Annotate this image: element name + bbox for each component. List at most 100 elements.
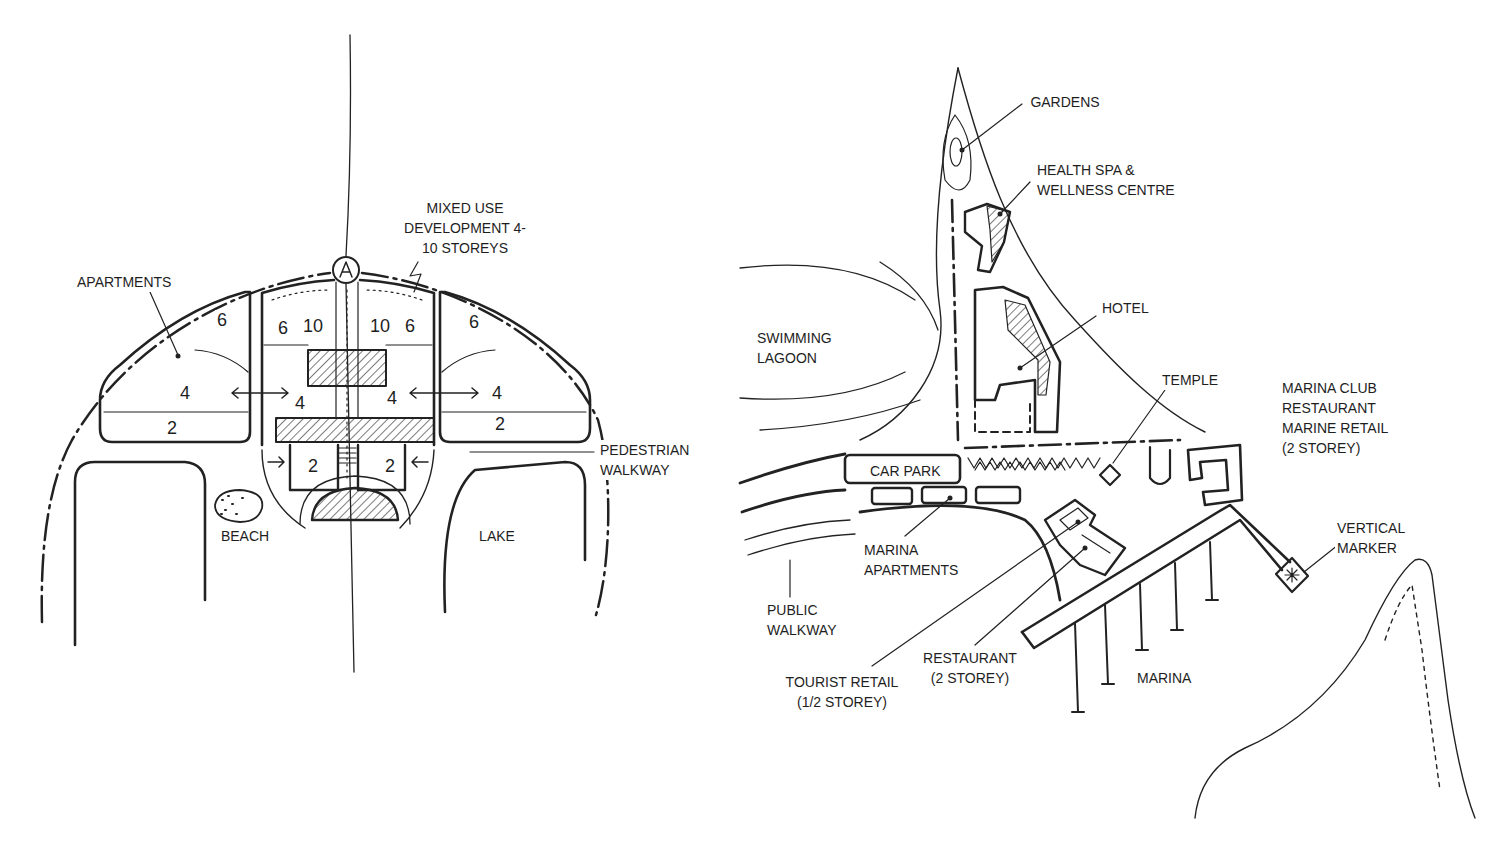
building-label: TOURIST RETAIL (1/2 STOREY) — [779, 672, 905, 712]
leader-dot — [1083, 546, 1088, 551]
leader-dot — [960, 148, 965, 153]
area-label: APARTMENTS — [75, 272, 173, 292]
spa-building — [987, 206, 1010, 262]
marina-club — [1188, 445, 1242, 505]
building-label: HOTEL — [1100, 298, 1151, 318]
low-rise-block — [290, 445, 338, 490]
peninsula-edge — [860, 68, 1205, 440]
road-line — [952, 200, 1180, 448]
restaurant-building — [1045, 500, 1125, 575]
block-division — [104, 411, 248, 412]
hotel-building — [975, 287, 1060, 432]
hatched-building — [276, 350, 434, 442]
leader-line — [150, 292, 178, 355]
arrow — [268, 457, 284, 467]
hotel-building — [975, 400, 1030, 432]
lagoon-edge — [740, 262, 938, 430]
area-label: GARDENS — [1028, 92, 1101, 112]
building-label: MARINA CLUB RESTAURANT MARINE RETAIL (2 … — [1280, 378, 1399, 458]
pier-finger — [1102, 605, 1114, 684]
north-marker — [340, 262, 352, 277]
road-line — [742, 490, 845, 512]
block-division — [442, 411, 586, 412]
apartment-block — [976, 487, 1020, 503]
leader-dot — [998, 212, 1003, 217]
walkway-label: PUBLIC WALKWAY — [765, 600, 859, 640]
hatched-building — [276, 418, 434, 442]
block-division — [272, 290, 330, 300]
storey-number: 2 — [306, 456, 320, 476]
coastline — [1195, 559, 1475, 818]
leader-line — [905, 498, 950, 536]
apartment-block — [922, 487, 966, 503]
walkway-line — [745, 520, 850, 540]
road-line — [740, 454, 845, 483]
beach-shape — [215, 490, 262, 522]
storey-number: 10 — [368, 316, 392, 336]
leader-line — [962, 104, 1022, 150]
hatched-building — [308, 350, 386, 386]
area-label: LAKE — [477, 526, 517, 546]
spa-building — [965, 204, 1010, 272]
storey-number: 6 — [215, 310, 229, 330]
walkway-label: PEDESTRIAN WALKWAY — [598, 440, 712, 480]
road-line — [952, 200, 958, 440]
building-label: HEALTH SPA & WELLNESS CENTRE — [1035, 160, 1199, 200]
leader-line — [1000, 182, 1030, 214]
building-label: MARINA APARTMENTS — [862, 540, 976, 580]
leader-line — [1304, 545, 1338, 572]
leader-dot — [1076, 520, 1081, 525]
restaurant-building — [1045, 500, 1125, 575]
walkway-line — [745, 520, 855, 555]
pier-finger — [1072, 623, 1084, 712]
arrow — [410, 388, 478, 398]
coastline — [1195, 559, 1475, 818]
boundary-line — [362, 273, 608, 615]
axis-line — [346, 284, 354, 672]
storey-number: 6 — [276, 318, 290, 338]
north-marker — [333, 257, 359, 283]
leader-dot — [1018, 366, 1023, 371]
landscape-strip — [975, 462, 1065, 470]
building-label: RESTAURANT (2 STOREY) — [916, 648, 1024, 688]
arrow — [232, 388, 478, 467]
leader-line — [975, 548, 1085, 645]
leader-line — [150, 262, 594, 452]
lagoon-edge — [740, 372, 905, 399]
storey-number: 4 — [385, 388, 399, 408]
storey-number: 2 — [165, 418, 179, 438]
beach-shape — [221, 496, 243, 514]
area-label: MARINA — [1135, 668, 1193, 688]
pier — [1022, 505, 1290, 648]
storey-number: 10 — [301, 316, 325, 336]
area-label: BEACH — [219, 526, 271, 546]
site-sketch — [42, 35, 1475, 818]
block-division — [195, 350, 248, 372]
beach-shape — [215, 490, 262, 522]
boundary-line — [42, 273, 330, 622]
low-rise-block — [358, 445, 405, 490]
apartment-block — [100, 292, 250, 442]
leader-dot — [176, 354, 181, 359]
spa-building — [965, 204, 1010, 272]
storey-number: 6 — [467, 312, 481, 332]
road-line — [262, 450, 434, 528]
block-division — [364, 290, 422, 300]
leader-dot — [948, 496, 953, 501]
coastline — [1385, 585, 1440, 790]
road-line — [262, 450, 305, 528]
building-label: VERTICAL MARKER — [1335, 518, 1429, 558]
lagoon-edge — [740, 265, 915, 300]
lake-shore — [444, 462, 585, 612]
restaurant-building — [1060, 508, 1110, 553]
block-division — [104, 350, 586, 412]
leader-dot — [176, 354, 181, 359]
temple-building — [1100, 447, 1170, 485]
marker-symbol — [1276, 558, 1308, 592]
leader-line — [1020, 316, 1096, 368]
apartment-block — [440, 292, 590, 442]
leader-line — [789, 560, 790, 597]
leader-line — [790, 104, 1338, 666]
road-line — [965, 440, 1180, 448]
storey-number: 4 — [178, 383, 192, 403]
